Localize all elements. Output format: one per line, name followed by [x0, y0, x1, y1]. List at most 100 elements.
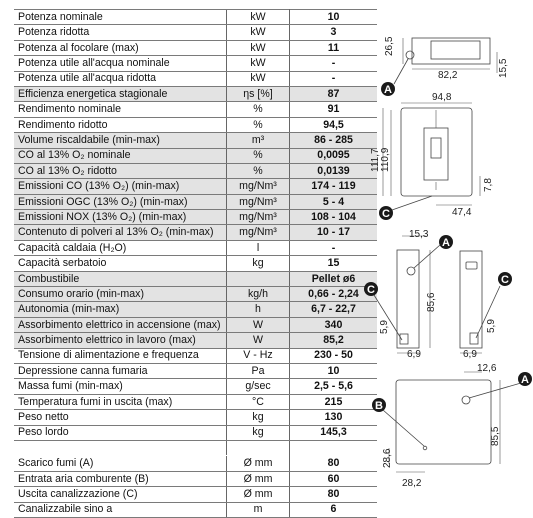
side-left-outline	[396, 249, 420, 349]
spec-row: Rendimento ridotto%94,5	[14, 117, 377, 134]
leader-a-top	[393, 58, 409, 85]
spec-value: 108 - 104	[289, 209, 377, 226]
spec-name: Potenza al focolare (max)	[14, 40, 227, 57]
top-view-inner	[430, 40, 481, 60]
leader-c-left	[373, 294, 403, 341]
spec-name: Assorbimento elettrico in lavoro (max)	[14, 332, 227, 349]
spec-unit: Ø mm	[226, 486, 290, 503]
spec-name: Potenza nominale	[14, 8, 227, 26]
dim-back-height: 85,5	[490, 426, 501, 446]
spec-value: 2,5 - 5,6	[289, 378, 377, 395]
spec-name: CO al 13% O₂ ridotto	[14, 163, 227, 180]
spec-name: Entrata aria comburente (B)	[14, 471, 227, 488]
spec-value: 15	[289, 255, 377, 272]
spec-unit: g/sec	[226, 378, 290, 395]
spec-name: Potenza utile all'acqua ridotta	[14, 71, 227, 87]
spec-unit: kW	[226, 55, 290, 72]
front-view-outline	[400, 107, 473, 197]
spec-name: Emissioni NOX (13% O₂) (min-max)	[14, 209, 227, 226]
spec-value: 10	[289, 363, 377, 380]
spec-name: Contenuto di polveri al 13% O₂ (min-max)	[14, 224, 227, 241]
spec-value: 80	[289, 455, 377, 472]
spec-name: Capacità caldaia (H₂O)	[14, 240, 227, 257]
callout-a-top	[381, 82, 395, 96]
side-left-duct	[399, 333, 409, 345]
dim-front-height-inner: 110,9	[380, 147, 391, 172]
spec-row: CO al 13% O₂ ridotto%0,0139	[14, 163, 377, 180]
spec-name: Efficienza energetica stagionale	[14, 86, 227, 103]
top-view-flue-outlet	[405, 50, 415, 60]
spec-unit: kW	[226, 8, 290, 26]
spec-value: 0,0139	[289, 163, 377, 180]
callout-c-right	[498, 272, 512, 286]
spec-value: 94,5	[289, 117, 377, 134]
spec-unit: ηs [%]	[226, 86, 290, 103]
dim-side-left-top: 15,3	[409, 229, 429, 240]
spec-unit: mg/Nm³	[226, 178, 290, 195]
spec-unit: m³	[226, 132, 290, 149]
dim-side-right-bottom-w: 6,9	[463, 349, 477, 360]
dim-front-width: 94,8	[432, 92, 452, 103]
spec-value: 80	[289, 486, 377, 503]
spec-row	[14, 440, 377, 456]
spec-unit: V - Hz	[226, 348, 290, 364]
dim-back-bottom-w: 28,2	[402, 478, 422, 489]
spec-name: Uscita canalizzazione (C)	[14, 486, 227, 503]
spec-value: 145,3	[289, 425, 377, 441]
spec-unit: kg/h	[226, 286, 290, 303]
spec-value: 0,66 - 2,24	[289, 286, 377, 303]
spec-unit	[226, 271, 290, 288]
dim-side-left-bottom-w: 6,9	[407, 349, 421, 360]
callout-b-back-label: B	[375, 400, 383, 412]
spec-name: Emissioni OGC (13% O₂) (min-max)	[14, 194, 227, 211]
callout-c-left	[364, 282, 378, 296]
callout-b-back	[372, 398, 386, 412]
spec-name: Volume riscaldabile (min-max)	[14, 132, 227, 149]
back-view-air-inlet	[422, 445, 428, 451]
callout-a-back-label: A	[521, 374, 529, 386]
dim-back-bottom-h: 28,6	[382, 448, 393, 468]
callout-c-right-label: C	[501, 274, 509, 286]
leader-c-right	[475, 285, 501, 339]
spec-value: 60	[289, 471, 377, 488]
spec-value: 85,2	[289, 332, 377, 349]
spec-unit: mg/Nm³	[226, 224, 290, 241]
spec-value: 11	[289, 40, 377, 57]
spec-value: 87	[289, 86, 377, 103]
spec-unit: kW	[226, 40, 290, 57]
spec-value: 5 - 4	[289, 194, 377, 211]
spec-unit: %	[226, 148, 290, 164]
front-view: 94,8 111,7 110,9 7,8 47,4	[370, 92, 494, 218]
spec-unit: %	[226, 101, 290, 118]
dim-front-right: 7,8	[483, 178, 494, 192]
spec-name: Potenza utile all'acqua nominale	[14, 55, 227, 72]
leader-c-front	[391, 195, 433, 211]
spec-unit: kW	[226, 71, 290, 87]
callout-a-side	[439, 235, 453, 249]
spec-name: Rendimento nominale	[14, 101, 227, 118]
side-right-vent	[465, 261, 478, 270]
callout-a-top-label: A	[384, 84, 392, 96]
spec-name: Autonomia (min-max)	[14, 301, 227, 318]
dim-top-width: 82,2	[438, 70, 458, 81]
back-view-flue-outlet	[461, 395, 471, 405]
callout-c-front-label: C	[382, 208, 390, 220]
spec-value: 340	[289, 317, 377, 334]
spec-unit: kW	[226, 24, 290, 41]
